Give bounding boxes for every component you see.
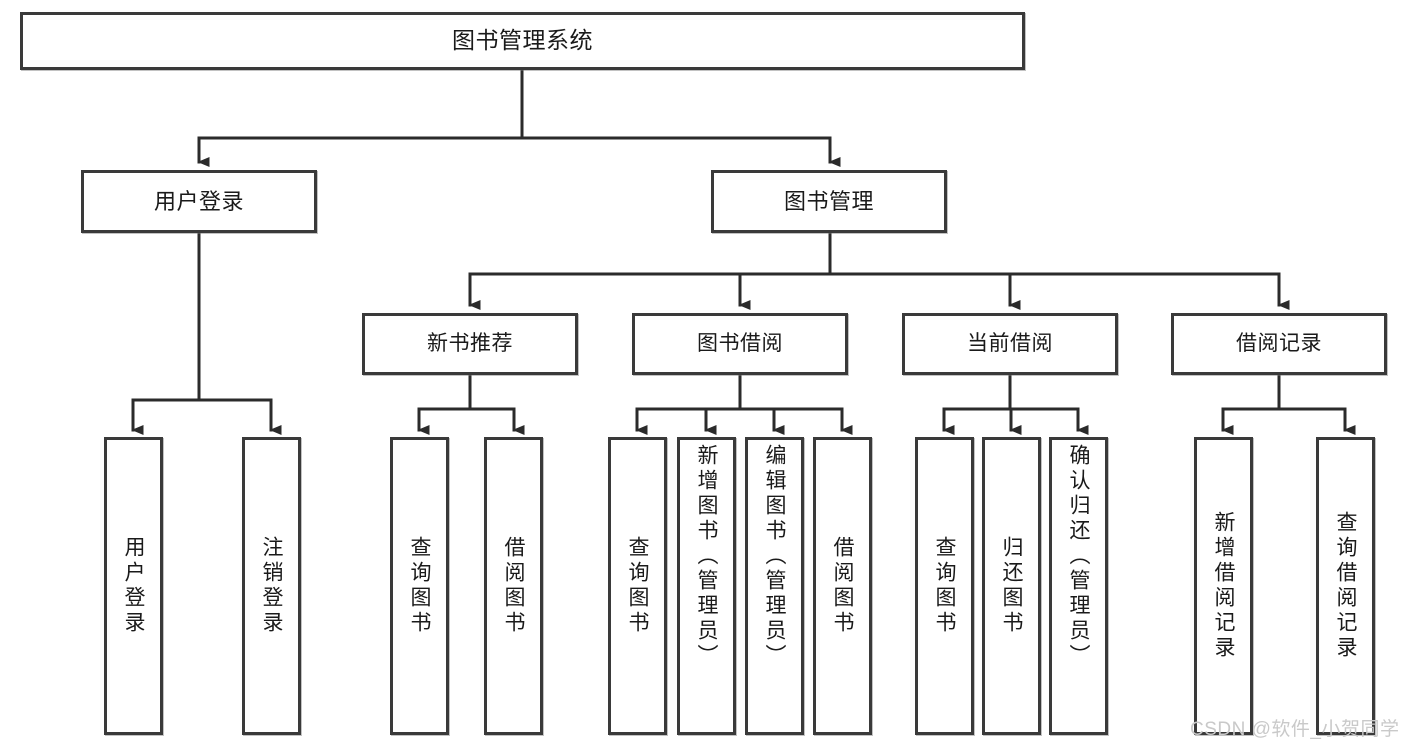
leaf-confirm-return[interactable]: 确认归还（管理员） bbox=[1049, 437, 1108, 735]
node-book-management[interactable]: 图书管理 bbox=[711, 170, 947, 233]
leaf-query-book-borrow[interactable]: 查询图书 bbox=[608, 437, 667, 735]
node-current-borrow-label: 当前借阅 bbox=[967, 331, 1053, 355]
node-book-management-label: 图书管理 bbox=[783, 188, 874, 214]
watermark: CSDN @软件_小贺同学 bbox=[1190, 719, 1400, 740]
node-new-book-recommend[interactable]: 新书推荐 bbox=[362, 313, 578, 375]
leaf-return-book-label: 归还图书 bbox=[1000, 536, 1023, 636]
node-book-borrow-label: 图书借阅 bbox=[697, 331, 783, 355]
leaf-query-record-label: 查询借阅记录 bbox=[1334, 511, 1357, 661]
leaf-logout[interactable]: 注销登录 bbox=[242, 437, 301, 735]
leaf-borrow-book[interactable]: 借阅图书 bbox=[813, 437, 872, 735]
leaf-borrow-book-rec-label: 借阅图书 bbox=[502, 536, 525, 636]
leaf-query-book-current-label: 查询图书 bbox=[933, 536, 956, 636]
leaf-confirm-return-label: 确认归还（管理员） bbox=[1067, 444, 1090, 669]
node-borrow-record-label: 借阅记录 bbox=[1236, 331, 1322, 355]
node-user-login[interactable]: 用户登录 bbox=[81, 170, 317, 233]
node-book-borrow[interactable]: 图书借阅 bbox=[632, 313, 848, 375]
node-new-book-recommend-label: 新书推荐 bbox=[427, 331, 513, 355]
leaf-add-record-label: 新增借阅记录 bbox=[1212, 511, 1235, 661]
leaf-query-record[interactable]: 查询借阅记录 bbox=[1316, 437, 1375, 735]
leaf-query-book-current[interactable]: 查询图书 bbox=[915, 437, 974, 735]
leaf-borrow-book-label: 借阅图书 bbox=[831, 536, 854, 636]
node-root-label: 图书管理系统 bbox=[452, 27, 593, 54]
leaf-query-book-rec-label: 查询图书 bbox=[408, 536, 431, 636]
leaf-user-login-label: 用户登录 bbox=[122, 536, 145, 636]
leaf-edit-book-label: 编辑图书（管理员） bbox=[763, 444, 786, 669]
node-current-borrow[interactable]: 当前借阅 bbox=[902, 313, 1118, 375]
node-root[interactable]: 图书管理系统 bbox=[20, 12, 1025, 70]
leaf-query-book-rec[interactable]: 查询图书 bbox=[390, 437, 449, 735]
leaf-add-book[interactable]: 新增图书（管理员） bbox=[677, 437, 736, 735]
leaf-user-login[interactable]: 用户登录 bbox=[104, 437, 163, 735]
leaf-add-book-label: 新增图书（管理员） bbox=[695, 444, 718, 669]
leaf-logout-label: 注销登录 bbox=[260, 536, 283, 636]
node-user-login-label: 用户登录 bbox=[153, 188, 244, 214]
leaf-return-book[interactable]: 归还图书 bbox=[982, 437, 1041, 735]
leaf-query-book-borrow-label: 查询图书 bbox=[626, 536, 649, 636]
leaf-borrow-book-rec[interactable]: 借阅图书 bbox=[484, 437, 543, 735]
leaf-add-record[interactable]: 新增借阅记录 bbox=[1194, 437, 1253, 735]
leaf-edit-book[interactable]: 编辑图书（管理员） bbox=[745, 437, 804, 735]
node-borrow-record[interactable]: 借阅记录 bbox=[1171, 313, 1387, 375]
